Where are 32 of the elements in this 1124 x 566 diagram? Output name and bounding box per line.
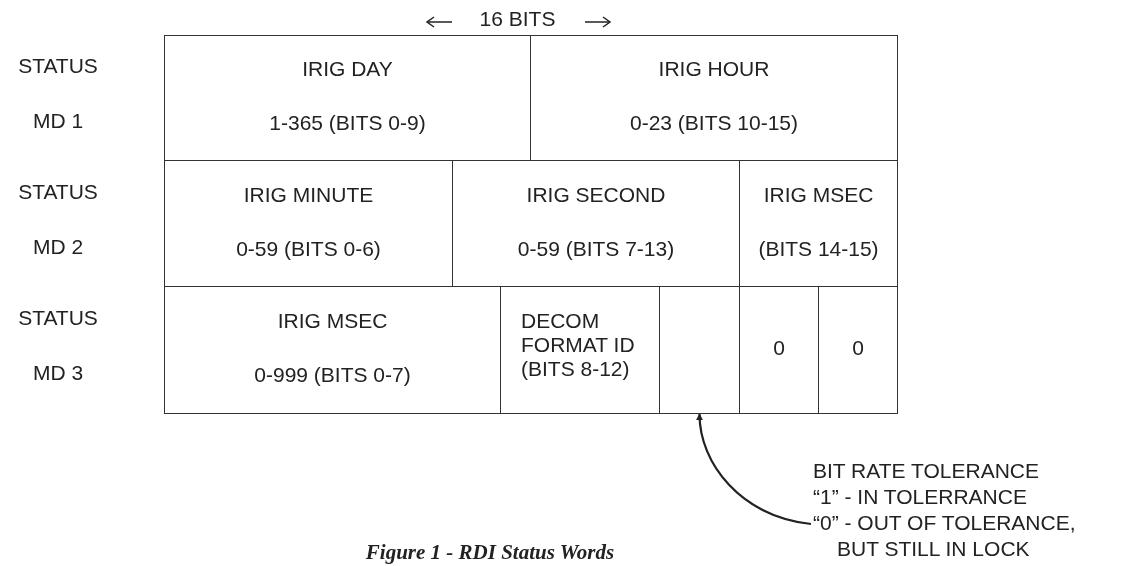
cell-text: 0 — [773, 335, 785, 361]
row-label: MD 2 — [31, 235, 85, 259]
cell-text: IRIG SECOND — [526, 181, 666, 208]
table-cell — [164, 35, 531, 161]
cell-text: (BITS 8-12) — [521, 357, 630, 381]
cell-text: DECOM FORMAT ID — [521, 309, 636, 357]
cell-text: 0-59 (BITS 7-13) — [517, 235, 675, 262]
cell-text: 0-59 (BITS 0-6) — [236, 235, 381, 262]
table-cell — [818, 286, 898, 414]
cell-text: 0-23 (BITS 10-15) — [629, 110, 799, 136]
row-label: STATUS — [17, 54, 99, 78]
cell-text: IRIG MSEC — [763, 181, 874, 208]
cell-text: 1-365 (BITS 0-9) — [269, 110, 426, 136]
figure-caption: Figure 1 - RDI Status Words — [364, 540, 616, 565]
cell-text: 0 — [852, 335, 864, 361]
table-cell — [164, 286, 501, 414]
cell-text: IRIG HOUR — [658, 56, 770, 82]
row-label: STATUS — [17, 180, 99, 204]
cell-text: (BITS 14-15) — [758, 235, 879, 262]
callout-text: “0” - OUT OF TOLERANCE, BUT STILL IN LOCK — [813, 510, 1077, 562]
leader-line — [696, 413, 812, 526]
bit-width-label: 16 BITS — [478, 7, 557, 31]
cell-text: IRIG MSEC — [277, 308, 388, 334]
table-cell — [530, 35, 898, 161]
callout-text: “1” - IN TOLERRANCE — [813, 484, 1028, 510]
row-label: MD 1 — [31, 109, 85, 133]
row-label: STATUS — [17, 306, 99, 330]
cell-text: IRIG DAY — [302, 56, 393, 82]
row-label: MD 3 — [31, 361, 85, 385]
cell-text: IRIG MINUTE — [243, 181, 374, 208]
cell-text: 0-999 (BITS 0-7) — [254, 362, 411, 388]
callout-text: BIT RATE TOLERANCE — [813, 458, 1040, 484]
